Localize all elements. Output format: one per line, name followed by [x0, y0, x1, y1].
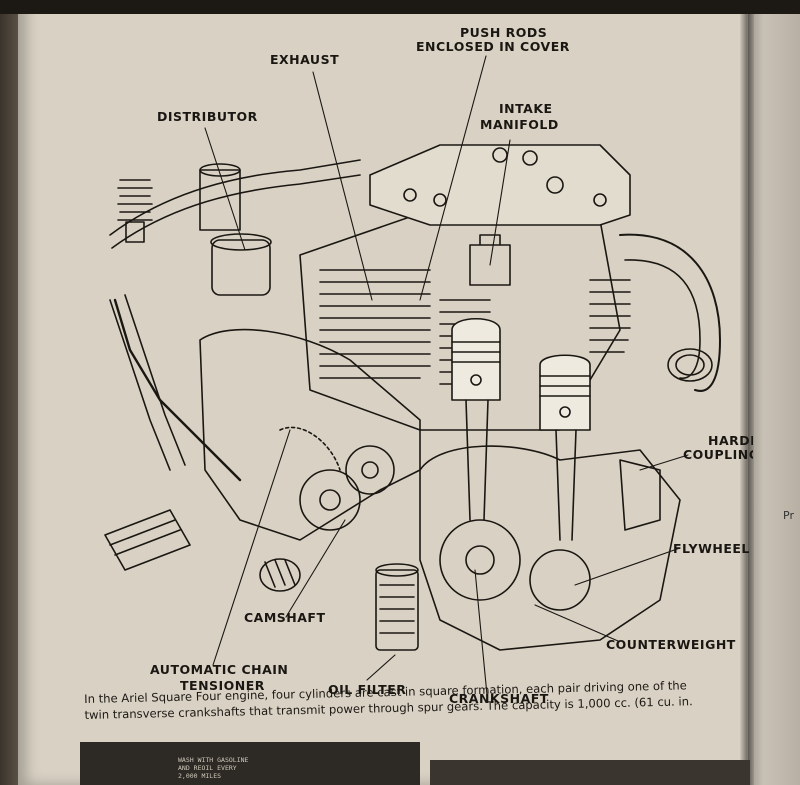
- intake-part: [469, 234, 511, 286]
- label-push-rods: PUSH RODS: [460, 25, 548, 40]
- cylinder-head: [369, 144, 631, 226]
- leader-hardened: [639, 454, 689, 471]
- right-page: [748, 0, 800, 785]
- frame-downtube: [109, 299, 171, 471]
- label-intake-line2: MANIFOLD: [480, 117, 559, 132]
- label-intake: INTAKE: [499, 101, 553, 116]
- label-camshaft: CAMSHAFT: [244, 610, 326, 625]
- crankcase: [419, 445, 681, 651]
- seat-spring: [117, 179, 153, 243]
- label-coupling-gears: COUPLING GEARS: [683, 448, 753, 462]
- leader-lines: [204, 55, 689, 696]
- next-figure-photo-right: [430, 760, 750, 785]
- page-gutter: [740, 0, 754, 785]
- label-hardened: HARDENED: [708, 434, 753, 448]
- leader-pushrods: [419, 55, 487, 301]
- footrest: [104, 509, 301, 592]
- frame-tube: [109, 159, 361, 236]
- kick-lever: [113, 298, 242, 482]
- leader-crankshaft: [474, 569, 488, 696]
- label-distributor: DISTRIBUTOR: [157, 109, 258, 124]
- exhaust-pipe: [619, 233, 721, 392]
- next-figure-photo: [80, 742, 420, 785]
- label-crankshaft: CRANKSHAFT: [449, 691, 549, 706]
- leader-oilfilter: [366, 654, 396, 681]
- label-flywheel: FLYWHEEL: [673, 541, 750, 556]
- piston-1: [451, 318, 501, 521]
- label-chain-tensioner: AUTOMATIC CHAIN: [150, 662, 289, 677]
- right-page-text: Pr: [783, 509, 794, 522]
- label-push-rods-line2: ENCLOSED IN COVER: [416, 39, 570, 54]
- chain-case: [199, 328, 421, 541]
- photo-caption: WASH WITH GASOLINE AND REOIL EVERY 2,000…: [178, 756, 249, 780]
- leader-camshaft: [285, 519, 346, 618]
- label-oil-filter: OIL FILTER: [328, 682, 407, 697]
- label-exhaust: EXHAUST: [270, 52, 340, 67]
- piston-2: [539, 354, 591, 541]
- leader-exhaust: [312, 71, 373, 301]
- leader-distributor: [204, 127, 246, 251]
- top-shadow: [0, 0, 800, 14]
- leader-counterweight: [534, 604, 619, 642]
- leader-intake: [489, 139, 511, 266]
- leader-flywheel: [574, 547, 681, 586]
- label-counterweight: COUNTERWEIGHT: [606, 637, 736, 652]
- leader-chain: [212, 429, 291, 666]
- label-chain-tensioner-line2: TENSIONER: [180, 678, 265, 693]
- oil-filter-part: [375, 563, 419, 651]
- distributor-part: [199, 163, 272, 296]
